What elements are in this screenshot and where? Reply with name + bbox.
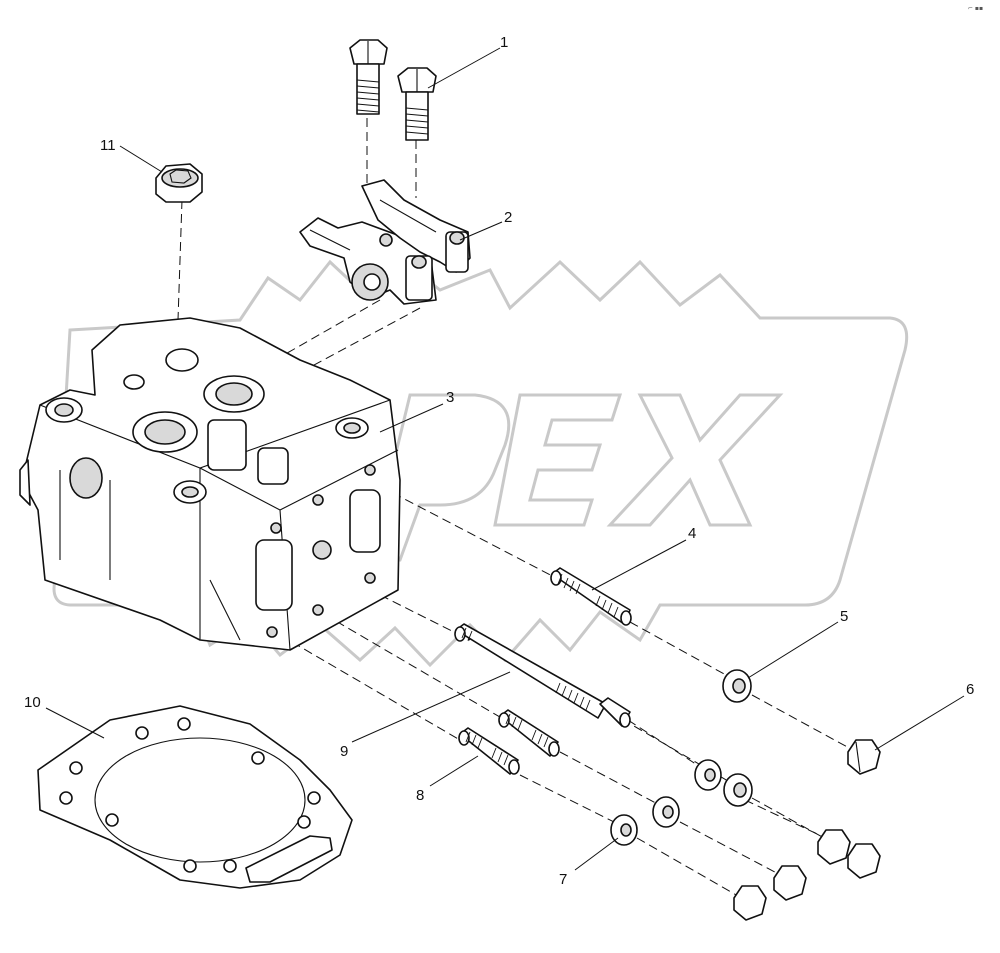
callout-5: 5	[840, 608, 848, 625]
long-stud-part-9	[454, 623, 631, 728]
callout-labels: 1 2 3 4 5 6 7 8 9 10 11	[24, 34, 974, 888]
callout-4: 4	[688, 525, 696, 542]
callout-7: 7	[559, 871, 567, 888]
callout-6: 6	[966, 681, 974, 698]
stud-part-8	[458, 709, 560, 775]
callout-leaders	[45, 47, 965, 871]
washers-and-nuts	[652, 759, 881, 921]
callout-2: 2	[504, 209, 512, 226]
washer-part-7	[610, 814, 638, 846]
callout-1: 1	[500, 34, 508, 51]
washer-part-5	[722, 669, 752, 703]
plug-part-11	[155, 163, 203, 203]
callout-10: 10	[24, 694, 41, 711]
callout-11: 11	[100, 137, 116, 154]
stud-part-4	[550, 567, 632, 626]
callout-8: 8	[416, 787, 424, 804]
callout-3: 3	[446, 389, 454, 406]
callout-9: 9	[340, 743, 348, 760]
corner-mark: ⌐ ▪▪	[968, 5, 983, 12]
bolt-part-1	[349, 39, 437, 141]
watermark-logo	[52, 256, 909, 668]
rocker-arm-assembly-part-2	[299, 179, 471, 305]
cylinder-head-part-3	[19, 317, 401, 651]
head-gasket-part-10	[37, 705, 353, 889]
nut-part-6	[847, 739, 881, 775]
